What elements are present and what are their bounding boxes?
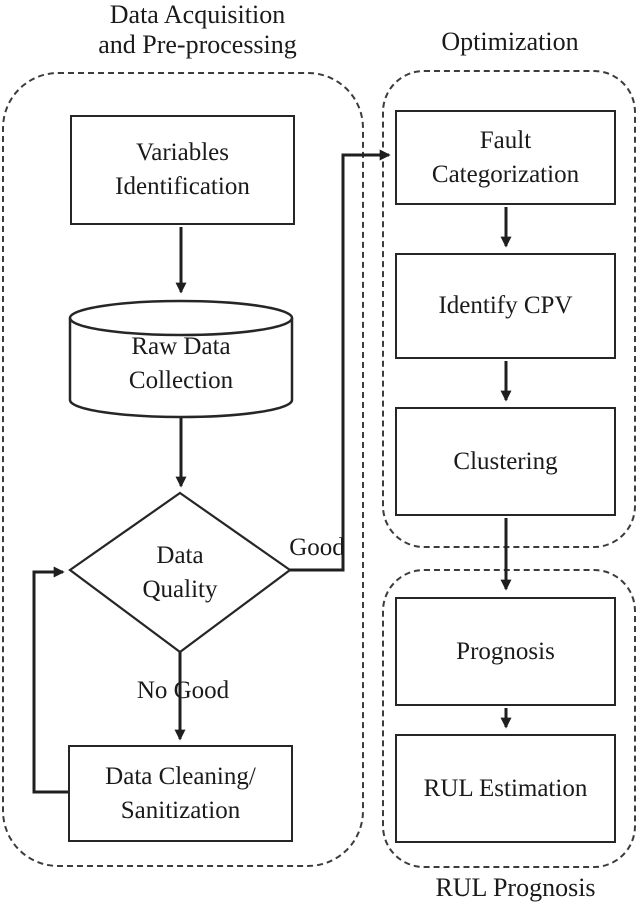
- arrow-cleaning-feedback-to-quality: [32, 566, 68, 794]
- edge-label-good: Good: [289, 534, 345, 562]
- node-fault-categorization: Fault Categorization: [395, 110, 616, 205]
- node-data-quality-label: Data Quality: [142, 541, 218, 603]
- optimization-group-title: Optimization: [441, 26, 579, 56]
- arrow-quality-good-to-fault: [290, 149, 391, 572]
- node-variables-identification: Variables Identification: [70, 115, 295, 225]
- node-clustering: Clustering: [395, 407, 616, 516]
- preprocessing-group-title: Data Acquisition and Pre-processing: [98, 0, 297, 59]
- node-identify-cpv: Identify CPV: [395, 253, 616, 359]
- node-rul-estimation: RUL Estimation: [395, 734, 616, 843]
- cylinder-shape-raw-data: [68, 299, 294, 419]
- rul-prognosis-group-outline: [382, 569, 636, 868]
- preprocessing-group-outline: [2, 72, 364, 867]
- optimization-group-outline: [382, 70, 636, 548]
- node-raw-data-collection-label: Raw Data Collection: [128, 333, 234, 394]
- rul-prognosis-group-title: RUL Prognosis: [435, 872, 596, 902]
- edge-label-no-good: No Good: [136, 677, 230, 705]
- node-prognosis: Prognosis: [395, 597, 616, 706]
- node-data-cleaning-sanitization: Data Cleaning/ Sanitization: [68, 745, 293, 842]
